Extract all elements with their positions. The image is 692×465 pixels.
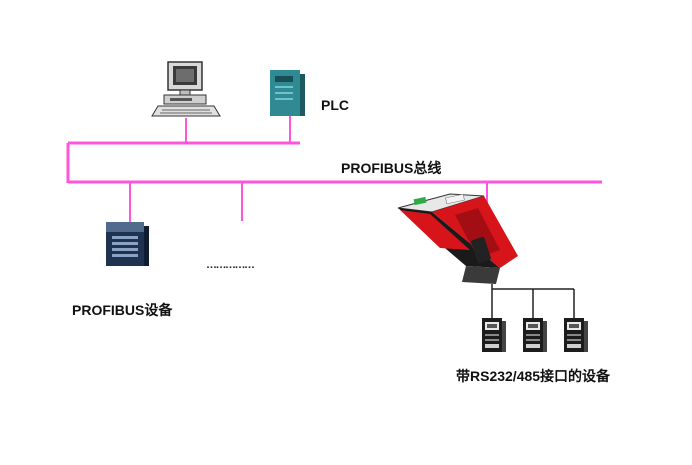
rs-device-icon xyxy=(564,318,588,352)
computer-icon xyxy=(151,61,221,117)
rs-device-icon xyxy=(523,318,547,352)
profibus-main-bus xyxy=(68,180,602,222)
gateway-icon xyxy=(397,193,518,284)
upper-bus xyxy=(66,116,300,183)
rs-device-icon xyxy=(482,318,506,352)
profibus-bus-label: PROFIBUS总线 xyxy=(341,160,442,176)
plc-label: PLC xyxy=(321,97,349,113)
device-ellipsis: …………… xyxy=(206,259,254,271)
profibus-device-icon xyxy=(106,222,149,266)
plc-icon xyxy=(270,70,305,116)
rs-device-label: 带RS232/485接口的设备 xyxy=(456,368,611,384)
serial-network xyxy=(491,284,575,318)
rs-device-group xyxy=(482,318,588,352)
profibus-device-label: PROFIBUS设备 xyxy=(72,302,173,318)
